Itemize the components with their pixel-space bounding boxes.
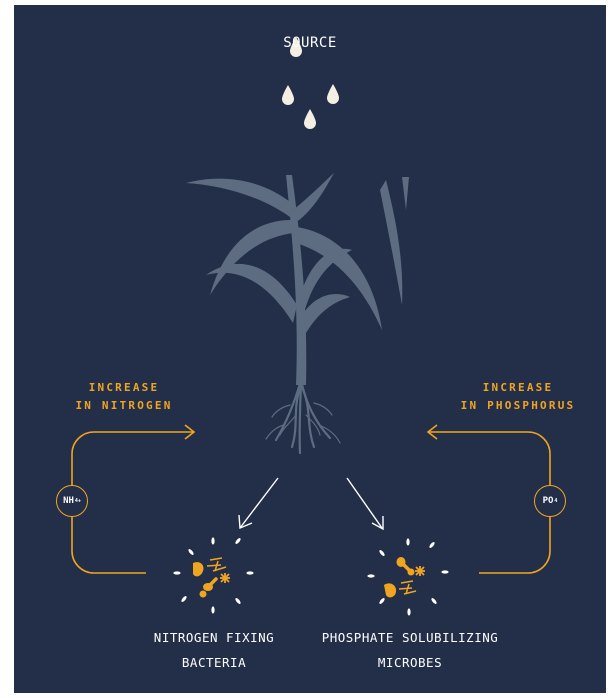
nitrogen-fixing-bacteria-label: NITROGEN FIXING BACTERIA <box>114 625 314 675</box>
phosphate-solubilizing-microbes-label: PHOSPHATE SOLUBILIZING MICROBES <box>300 625 520 675</box>
nitrogen-loop-arrow <box>71 424 196 574</box>
nh4-badge-sup: 4+ <box>74 498 81 504</box>
nitrogen-fixing-line2: BACTERIA <box>181 655 247 670</box>
increase-phosphorus-label: INCREASE IN PHOSPHORUS <box>448 379 588 415</box>
water-drops-icon <box>282 37 339 129</box>
nitrogen-fixing-line1: NITROGEN FIXING <box>153 630 275 645</box>
po4-badge-text: PO <box>542 496 554 506</box>
increase-phosphorus-line1: INCREASE <box>482 381 554 394</box>
increase-nitrogen-line2: IN NITROGEN <box>75 399 173 412</box>
phosphate-microbes-cluster-icon <box>367 538 449 616</box>
po4-badge-sup: 4 <box>554 498 558 504</box>
nh4-badge-text: NH <box>63 496 74 506</box>
phosphate-solubilizing-line2: MICROBES <box>377 655 443 670</box>
diagram-graphics <box>71 37 551 616</box>
increase-phosphorus-line2: IN PHOSPHORUS <box>460 399 576 412</box>
phosphorus-loop-arrow <box>426 424 551 574</box>
plant-silhouette <box>186 173 409 455</box>
increase-nitrogen-line1: INCREASE <box>88 381 160 394</box>
diagram-panel: SOURCE INCREASE IN NITROGEN INCREASE IN … <box>14 5 606 693</box>
source-label: SOURCE <box>283 35 337 51</box>
phosphate-solubilizing-line1: PHOSPHATE SOLUBILIZING <box>321 630 499 645</box>
nitrogen-bacteria-cluster-icon <box>173 537 254 614</box>
increase-nitrogen-label: INCREASE IN NITROGEN <box>54 379 194 415</box>
down-arrows-icon <box>238 477 384 531</box>
